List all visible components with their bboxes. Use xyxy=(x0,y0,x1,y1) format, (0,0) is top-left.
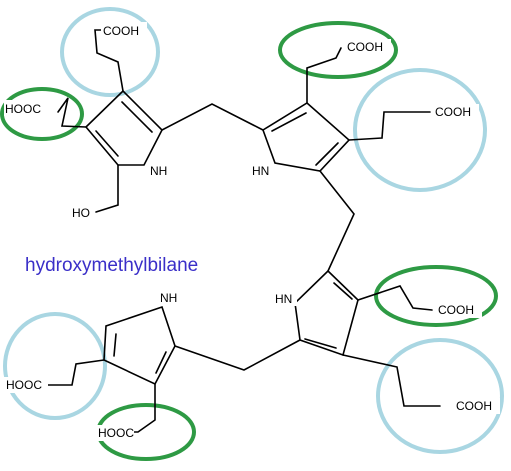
ring-a-double-2 xyxy=(95,130,119,157)
ring-a-acetate-chain xyxy=(57,97,87,128)
ring-d-outline xyxy=(103,305,176,386)
ring-b-double-2 xyxy=(315,142,339,166)
bridge-b-c xyxy=(319,170,355,272)
ring-d-double-1 xyxy=(113,333,117,357)
ring-d-nh: NH xyxy=(160,291,177,305)
bridge-a-b xyxy=(161,103,264,131)
ring-d-acetate-chain xyxy=(129,383,156,433)
acetate-circle-ring-a xyxy=(0,87,84,141)
ring-a-hydroxymethyl xyxy=(95,164,119,213)
acetate-highlights xyxy=(0,21,498,461)
ring-c-propionate-cooh: COOH xyxy=(456,399,492,413)
ring-c-double-1 xyxy=(333,282,353,300)
ring-c-acetate-chain xyxy=(357,285,433,311)
ring-b-double-1 xyxy=(271,112,307,132)
ring-b-hn: HN xyxy=(252,164,269,178)
molecule-title: hydroxymethylbilane xyxy=(25,255,198,276)
bridge-c-d xyxy=(174,339,301,371)
ring-a-propionate-cooh: COOH xyxy=(103,24,139,38)
ring-a-acetate-hooc: HOOC xyxy=(5,102,41,116)
ring-b-propionate-chain xyxy=(348,111,431,141)
ring-a-double-1 xyxy=(121,101,153,133)
ring-a-outline xyxy=(85,89,163,166)
propionate-circle-ring-b xyxy=(353,68,487,192)
ring-c-acetate-cooh: COOH xyxy=(438,303,474,317)
ring-a-nh: NH xyxy=(150,164,167,178)
ring-d-double-2 xyxy=(155,351,167,374)
ring-a-ho: HO xyxy=(72,206,90,220)
propionate-circle-ring-c xyxy=(376,338,504,454)
ring-c-double-2 xyxy=(304,338,337,349)
ring-b-propionate-cooh: COOH xyxy=(435,105,471,119)
skeletal-bonds xyxy=(47,29,441,433)
ring-b-outline xyxy=(262,102,351,172)
ring-a-propionate-chain xyxy=(94,29,124,92)
ring-d-acetate-hooc: HOOC xyxy=(98,426,134,440)
propionate-highlights xyxy=(3,7,504,454)
acetate-circle-ring-c xyxy=(374,265,498,327)
ring-b-acetate-chain xyxy=(306,47,342,104)
ring-c-propionate-chain xyxy=(342,354,441,407)
group-labels: COOH HOOC NH HO COOH COOH HN HN COOH COO… xyxy=(4,22,500,441)
propionate-circle-ring-d xyxy=(3,312,107,420)
ring-b-acetate-cooh: COOH xyxy=(347,40,383,54)
acetate-circle-ring-b xyxy=(278,21,398,79)
ring-d-propionate-chain xyxy=(47,359,105,386)
propionate-circle-ring-a xyxy=(60,7,160,97)
ring-c-outline xyxy=(294,270,359,357)
ring-c-hn: HN xyxy=(275,292,292,306)
ring-d-propionate-hooc: HOOC xyxy=(6,378,42,392)
